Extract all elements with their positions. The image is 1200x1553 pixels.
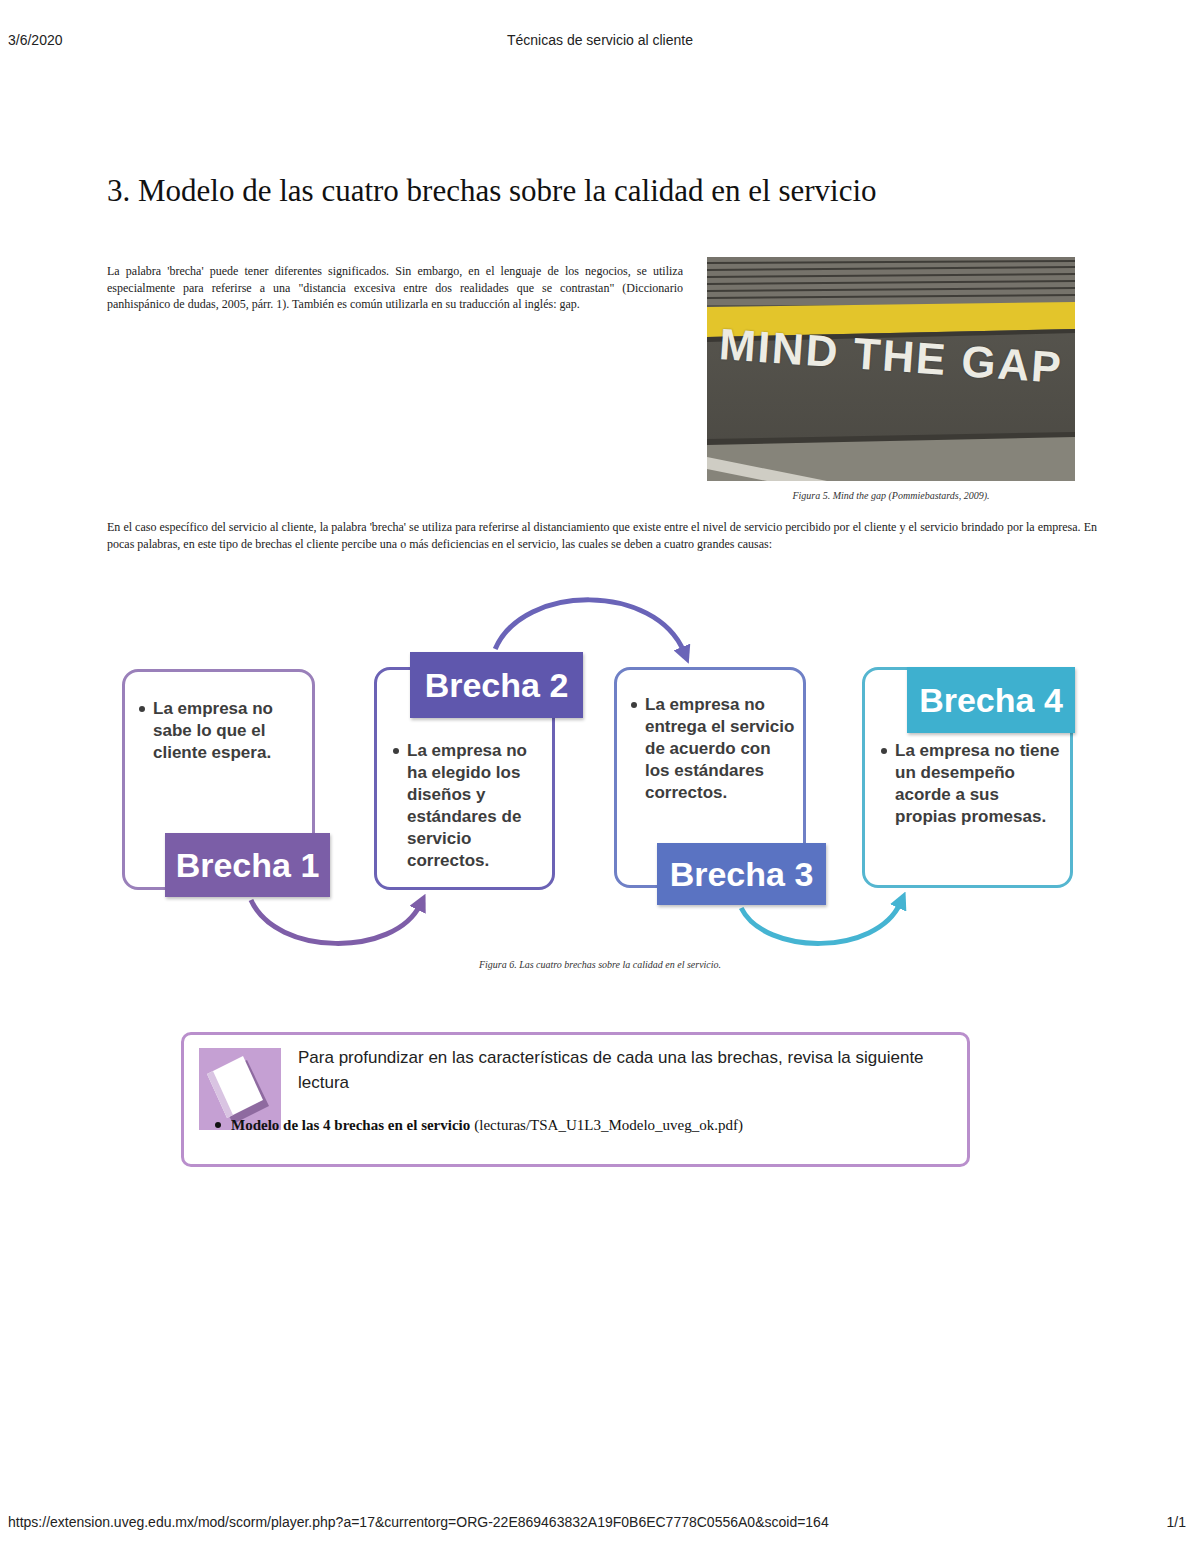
body-paragraph: La palabra 'brecha' puede tener diferent… — [107, 263, 683, 313]
gap-description: La empresa no sabe lo que el cliente esp… — [139, 698, 304, 764]
print-url: https://extension.uveg.edu.mx/mod/scorm/… — [8, 1513, 1068, 1531]
info-box: Para profundizar en las características … — [181, 1032, 970, 1167]
gap-box: Brecha 3La empresa no entrega el servici… — [614, 667, 806, 888]
gap-description: La empresa no tiene un desempeño acorde … — [881, 740, 1061, 828]
gap-arrow — [495, 600, 684, 652]
photo-text: MIND THE GAP — [711, 318, 1072, 395]
reading-title: Modelo de las 4 brechas en el servicio — [231, 1117, 470, 1133]
info-text: Para profundizar en las características … — [298, 1045, 948, 1095]
gap-box: Brecha 2La empresa no ha elegido los dis… — [374, 667, 555, 890]
reading-path: (lecturas/TSA_U1L3_Modelo_uveg_ok.pdf) — [474, 1117, 743, 1133]
gap-heading: Brecha 4 — [907, 667, 1075, 733]
reading-link: Modelo de las 4 brechas en el servicio(l… — [215, 1115, 955, 1135]
gap-description: La empresa no ha elegido los diseños y e… — [393, 740, 545, 872]
figure-caption: Figura 6. Las cuatro brechas sobre la ca… — [300, 958, 900, 971]
gap-heading: Brecha 3 — [657, 843, 826, 905]
gap-heading: Brecha 2 — [410, 652, 583, 718]
gap-box: Brecha 1La empresa no sabe lo que el cli… — [122, 669, 315, 890]
figure-caption: Figura 5. Mind the gap (Pommiebastards, … — [707, 489, 1075, 502]
print-header: Técnicas de servicio al cliente — [300, 31, 900, 49]
gap-box: Brecha 4 La empresa no tiene un desempeño… — [862, 667, 1073, 888]
gap-arrow — [251, 900, 420, 943]
page-number: 1/1 — [1090, 1513, 1186, 1531]
gap-arrow — [741, 903, 900, 943]
body-paragraph: En el caso específico del servicio al cl… — [107, 519, 1097, 552]
gap-description: La empresa no entrega el servicio de acu… — [631, 694, 799, 804]
page-title: 3. Modelo de las cuatro brechas sobre la… — [107, 172, 1107, 210]
gap-heading: Brecha 1 — [165, 833, 330, 897]
print-date: 3/6/2020 — [8, 31, 248, 49]
